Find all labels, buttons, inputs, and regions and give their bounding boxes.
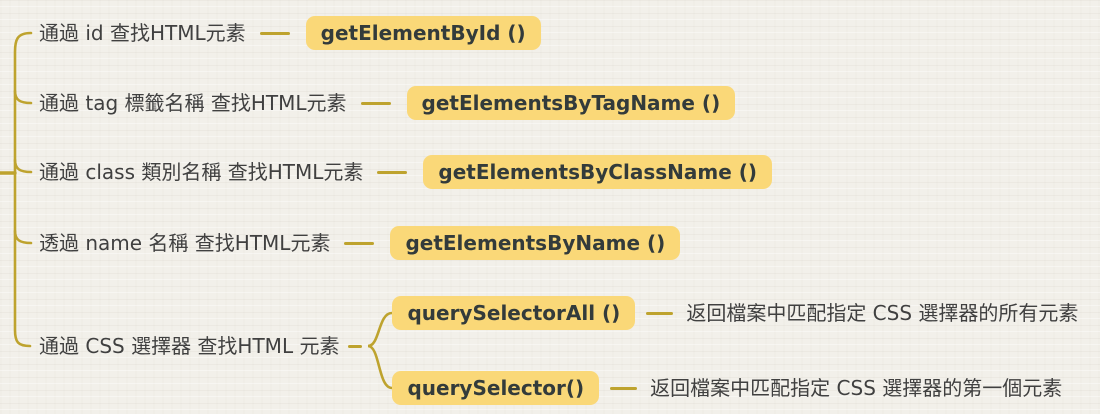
method-description[interactable]: 返回檔案中匹配指定 CSS 選擇器的所有元素: [686, 301, 1079, 325]
branch-row-id: 通過 id 查找HTML元素 getElementById (): [31, 15, 541, 51]
branch-connector-dash: [377, 170, 408, 174]
branch-connector-dash: [610, 386, 638, 390]
method-node[interactable]: getElementsByClassName (): [423, 155, 773, 189]
child-row-queryselector: querySelector() 返回檔案中匹配指定 CSS 選擇器的第一個元素: [392, 370, 1078, 406]
child-bracket-lines: [368, 311, 393, 390]
branch-label-wrap: 通過 CSS 選擇器 查找HTML 元素: [31, 328, 368, 364]
branch-connector-dash: [259, 31, 290, 35]
branch-connector-dash: [344, 241, 375, 245]
branch-line-4: [13, 229, 33, 245]
branch-label[interactable]: 通過 tag 標籤名稱 查找HTML元素: [39, 91, 347, 115]
css-selector-children: querySelectorAll () 返回檔案中匹配指定 CSS 選擇器的所有…: [392, 295, 1078, 406]
child-branch-line-down: [368, 344, 393, 390]
branch-row-name: 透過 name 名稱 查找HTML元素 getElementsByName (): [31, 225, 681, 261]
branch-row-class: 通過 class 類別名稱 查找HTML元素 getElementsByClas…: [31, 154, 773, 190]
method-node[interactable]: getElementsByName (): [390, 226, 681, 260]
child-branch-line-up: [368, 311, 393, 348]
method-description[interactable]: 返回檔案中匹配指定 CSS 選擇器的第一個元素: [650, 376, 1063, 400]
branch-row-css-selector: 通過 CSS 選擇器 查找HTML 元素 querySelectorAll ()…: [31, 295, 1078, 406]
method-node[interactable]: getElementsByTagName (): [406, 86, 736, 120]
branch-connector-dash: [360, 101, 391, 105]
branch-row-tag: 通過 tag 標籤名稱 查找HTML元素 getElementsByTagNam…: [31, 85, 736, 121]
branch-line-2: [13, 89, 33, 105]
branch-connector-dash: [348, 344, 363, 348]
branch-label[interactable]: 透過 name 名稱 查找HTML元素: [39, 231, 331, 255]
branch-line-3: [13, 158, 33, 174]
child-row-queryselectorall: querySelectorAll () 返回檔案中匹配指定 CSS 選擇器的所有…: [392, 295, 1078, 331]
trunk-line: [13, 31, 33, 348]
branch-label[interactable]: 通過 CSS 選擇器 查找HTML 元素: [39, 334, 340, 358]
method-node[interactable]: getElementById (): [305, 16, 541, 50]
branch-label[interactable]: 通過 id 查找HTML元素: [39, 21, 246, 45]
branch-connector-dash: [646, 311, 674, 315]
branch-label[interactable]: 通過 class 類別名稱 查找HTML元素: [39, 160, 364, 184]
method-node[interactable]: querySelector(): [392, 371, 600, 405]
method-node[interactable]: querySelectorAll (): [392, 296, 636, 330]
